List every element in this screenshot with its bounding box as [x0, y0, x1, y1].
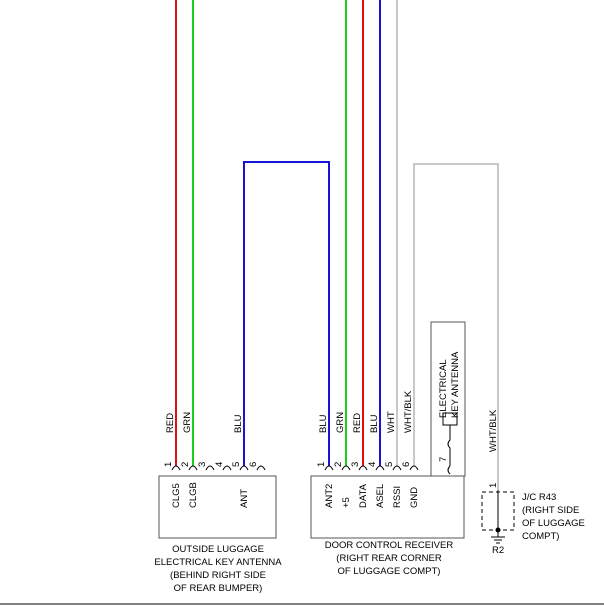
left-pin-5-wire-label: BLU	[233, 414, 244, 433]
left-pin-3-number: 3	[197, 462, 208, 467]
left-pin-1-wire-label: RED	[165, 413, 176, 433]
right-connector-caption: DOOR CONTROL RECEIVER (RIGHT REAR CORNER…	[325, 540, 454, 577]
outside-luggage-antenna-connector	[158, 475, 277, 539]
junction-caption-line-2: (RIGHT SIDE	[522, 505, 579, 516]
right-pin-4-name: ASEL	[375, 484, 386, 508]
left-pin-5-number: 5	[231, 462, 242, 467]
junction-caption-line-1: J/C R43	[522, 492, 556, 503]
left-pin-4-number: 4	[214, 462, 225, 467]
left-caption-line-2: ELECTRICAL KEY ANTENNA	[154, 557, 282, 568]
right-pin-2-number: 2	[333, 462, 344, 467]
right-pin-3-number: 3	[350, 462, 361, 467]
antenna-pin-terminal	[447, 465, 451, 475]
right-pin-5-number: 5	[384, 462, 395, 467]
right-pin-2-name: +5	[341, 497, 352, 508]
right-pin-5-terminal	[392, 465, 402, 471]
right-caption-line-1: DOOR CONTROL RECEIVER	[325, 540, 454, 551]
antenna-label-line-1: ELECTRICAL	[438, 359, 449, 418]
wires	[171, 0, 499, 490]
right-caption-line-3: OF LUGGAGE COMPT)	[338, 566, 441, 577]
right-pin-1-wire-label: BLU	[318, 414, 329, 433]
right-pin-4-number: 4	[367, 462, 378, 467]
left-caption-line-1: OUTSIDE LUGGAGE	[172, 544, 264, 555]
left-pin-5-terminal	[239, 465, 249, 471]
left-caption-line-3: (BEHIND RIGHT SIDE	[170, 570, 266, 581]
antenna-pin-number: 7	[438, 457, 449, 462]
left-pin-2-name: CLGB	[188, 482, 199, 508]
right-pin-5-name: RSSI	[392, 486, 403, 508]
ground-label: R2	[492, 545, 504, 556]
right-pin-3-terminal	[358, 465, 368, 471]
left-pin-1-number: 1	[163, 462, 174, 467]
left-pin-6-number: 6	[248, 462, 259, 467]
right-wire-pin-6	[413, 163, 499, 490]
antenna-label-line-2: KEY ANTENNA	[450, 351, 461, 418]
left-pin-6-terminal	[256, 465, 266, 471]
labels: 1 RED CLG5 2 GRN CLGB 3 4 5 BLU ANT 6 1 BLU ANT2 2 GRN +5…	[163, 390, 420, 508]
right-pin-1-number: 1	[316, 462, 327, 467]
right-pin-1-name: ANT2	[324, 484, 335, 508]
left-pin-2-wire-label: GRN	[182, 412, 193, 433]
right-pin-5-wire-label: WHT	[386, 411, 397, 433]
left-pin-2-number: 2	[180, 462, 191, 467]
junction-caption-line-3: OF LUGGAGE	[522, 518, 585, 529]
right-caption-line-2: (RIGHT REAR CORNER	[336, 553, 442, 564]
junction-caption: J/C R43 (RIGHT SIDE OF LUGGAGE COMPT)	[522, 492, 585, 542]
junction-pin-number: 1	[488, 483, 499, 488]
right-pin-2-terminal	[341, 465, 351, 471]
junction-ground-point	[495, 527, 501, 533]
right-pin-2-wire-label: GRN	[335, 412, 346, 433]
junction-caption-line-4: COMPT)	[522, 531, 559, 542]
left-pin-3-terminal	[205, 465, 215, 471]
right-pin-4-wire-label: BLU	[369, 414, 380, 433]
right-pin-6-wire-label: WHT/BLK	[403, 390, 414, 433]
left-pin-5-name: ANT	[239, 489, 250, 508]
left-pin-2-terminal	[188, 465, 198, 471]
right-pin-6-terminal	[409, 465, 419, 471]
left-wire-pin-5	[243, 161, 330, 466]
left-pin-1-terminal	[171, 465, 181, 471]
right-pin-3-name: DATA	[358, 483, 369, 508]
right-pin-1-terminal	[324, 465, 334, 471]
left-connector-caption: OUTSIDE LUGGAGE ELECTRICAL KEY ANTENNA (…	[154, 544, 282, 594]
left-pin-1-name: CLG5	[171, 483, 182, 508]
electrical-key-antenna-box	[430, 321, 466, 477]
left-pin-4-terminal	[222, 465, 232, 471]
junction-wire-label: WHT/BLK	[488, 409, 499, 452]
right-pin-4-terminal	[375, 465, 385, 471]
ground-icon	[491, 532, 505, 544]
door-control-receiver-connector	[310, 475, 465, 539]
right-pin-3-wire-label: RED	[352, 413, 363, 433]
right-pin-6-number: 6	[401, 462, 412, 467]
antenna-coil-icon	[442, 412, 458, 466]
right-pin-6-name: GND	[409, 487, 420, 508]
left-caption-line-4: OF REAR BUMPER)	[174, 583, 263, 594]
